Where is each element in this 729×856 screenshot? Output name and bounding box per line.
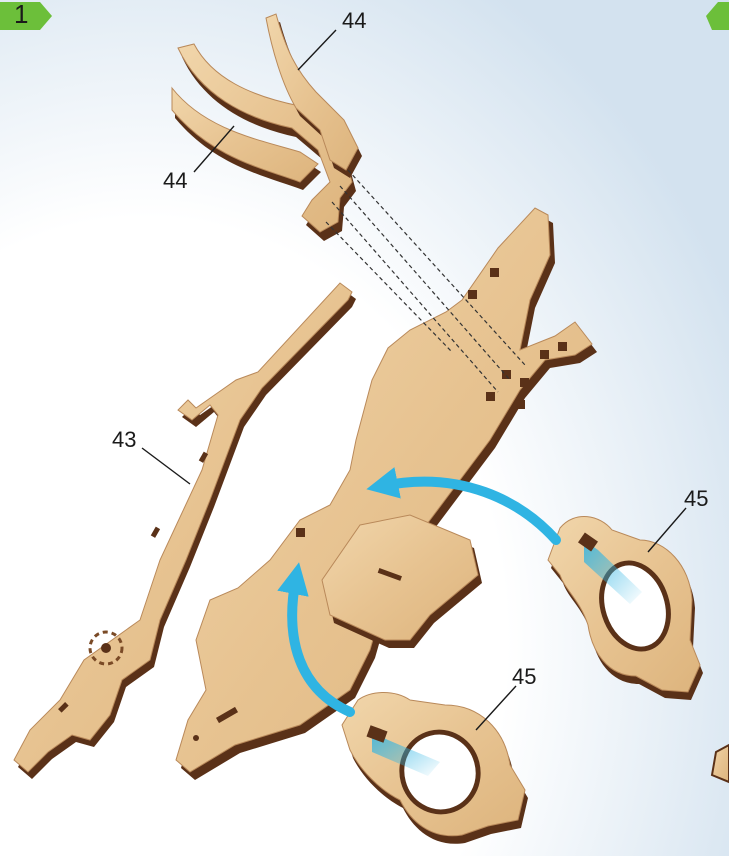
- label-43: 43: [112, 427, 136, 452]
- label-45-right: 45: [684, 486, 708, 511]
- label-44-top: 44: [342, 8, 366, 33]
- label-45-bottom: 45: [512, 664, 536, 689]
- step-number: 1: [14, 0, 28, 29]
- label-44-left: 44: [163, 168, 187, 193]
